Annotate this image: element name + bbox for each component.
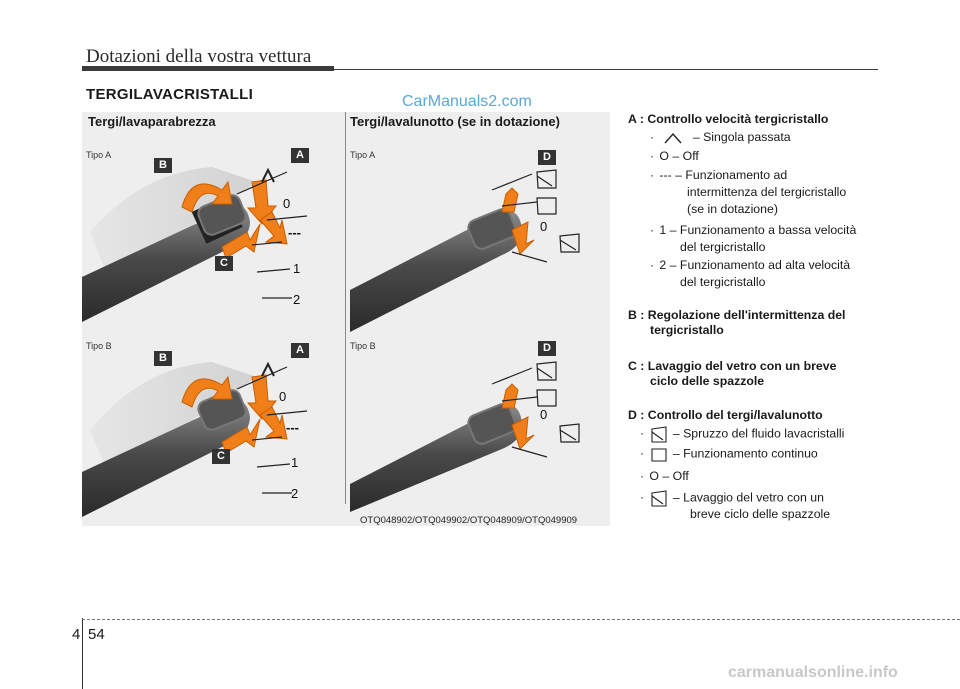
label-a-bottom: A xyxy=(291,343,309,358)
legend-a-item-off: · O – Off xyxy=(650,149,699,163)
legend-d-item-spray-text: – Spruzzo del fluido lavacristalli xyxy=(672,426,845,441)
page-separator-horizontal xyxy=(82,619,960,620)
figure-code: OTQ048902/OTQ049902/OTQ048909/OTQ049909 xyxy=(360,515,578,526)
figure-right-title: Tergi/lavalunotto (se in dotazione) xyxy=(350,114,560,129)
legend-d-item-wash-text: – Lavaggio del vetro con un xyxy=(672,490,824,505)
label-c-bottom: C xyxy=(212,449,230,464)
legend-c-title: C : Lavaggio del vetro con un breve xyxy=(628,359,837,373)
rear-wipe-icon xyxy=(651,448,667,462)
pos-dashes-top: --- xyxy=(288,225,301,240)
figure-divider xyxy=(345,112,346,504)
label-b-top: B xyxy=(154,158,172,173)
tipo-b-left: Tipo B xyxy=(86,341,112,351)
pos-1-top: 1 xyxy=(293,261,301,276)
pos-2-top: 2 xyxy=(293,292,301,307)
right-bottom-lever xyxy=(350,361,580,512)
legend-a-item-low-text: 1 – Funzionamento a bassa velocità xyxy=(659,223,857,237)
label-a-top: A xyxy=(291,148,309,163)
legend-d-item-wash: · – Lavaggio del vetro con un xyxy=(640,489,824,507)
legend-a-item-high-2: del tergicristallo xyxy=(680,275,766,289)
legend-a-item-int: · --- – Funzionamento ad xyxy=(650,168,788,182)
section-heading: TERGILAVACRISTALLI xyxy=(86,86,254,103)
pos-2-bottom: 2 xyxy=(291,486,299,501)
legend-d-title: D : Controllo del tergi/lavalunotto xyxy=(628,408,823,422)
legend-d-item-off: · O – Off xyxy=(640,469,689,483)
pos-1-bottom: 1 xyxy=(291,455,299,470)
right-top-lever xyxy=(350,169,580,332)
page-number: 54 xyxy=(88,626,105,643)
watermark-bottom: carmanualsonline.info xyxy=(728,664,898,681)
legend-a-item-int-text: --- – Funzionamento ad xyxy=(659,168,788,182)
page-separator-vertical xyxy=(82,618,83,689)
left-bottom-lever xyxy=(82,361,308,517)
header-title: Dotazioni della vostra vettura xyxy=(86,46,312,67)
chapter-number: 4 xyxy=(72,626,81,643)
legend-d-item-off-text: O – Off xyxy=(649,469,689,483)
legend-a-item-low: · 1 – Funzionamento a bassa velocità xyxy=(650,223,857,237)
legend-a-item-low-2: del tergicristallo xyxy=(680,240,766,254)
legend-b-title-2: tergicristallo xyxy=(650,323,724,337)
pos-dashes-bottom: --- xyxy=(286,420,299,435)
pos-0-bottom: 0 xyxy=(279,389,287,404)
rear-pos-0-top: 0 xyxy=(540,219,548,234)
pos-0-top: 0 xyxy=(283,196,291,211)
tipo-a-right: Tipo A xyxy=(350,150,376,160)
header-rule-thin xyxy=(334,69,878,70)
label-b-bottom: B xyxy=(154,351,172,366)
wiper-lever-illustration xyxy=(82,167,580,517)
legend-a-title: A : Controllo velocità tergicristallo xyxy=(628,112,829,126)
tipo-b-right: Tipo B xyxy=(350,341,376,351)
rear-spray-icon xyxy=(651,426,667,443)
rear-wash-icon xyxy=(651,490,667,507)
legend-a-item-off-text: O – Off xyxy=(659,149,699,163)
legend-d-item-spray: · – Spruzzo del fluido lavacristalli xyxy=(640,425,844,443)
left-top-lever xyxy=(82,167,308,322)
header-rule-thick xyxy=(82,66,334,71)
tipo-a-left: Tipo A xyxy=(86,150,112,160)
legend-a-item-high-text: 2 – Funzionamento ad alta velocità xyxy=(659,258,851,272)
label-c-top: C xyxy=(215,256,233,271)
legend-b-title: B : Regolazione dell'intermittenza del xyxy=(628,308,846,322)
legend-d-item-continuous-text: – Funzionamento continuo xyxy=(672,446,818,461)
figure-left-title: Tergi/lavaparabrezza xyxy=(88,114,216,129)
legend-d-item-wash-2: breve ciclo delle spazzole xyxy=(690,507,831,521)
label-d-top: D xyxy=(538,150,556,165)
rear-pos-0-bottom: 0 xyxy=(540,407,548,422)
legend-a-item-int-2: intermittenza del tergicristallo xyxy=(687,185,847,199)
watermark-top: CarManuals2.com xyxy=(402,93,532,110)
legend-d-item-continuous: · – Funzionamento continuo xyxy=(640,446,818,462)
legend-a-item-single: · – Singola passata xyxy=(650,130,791,144)
legend-a-item-int-3: (se in dotazione) xyxy=(687,202,778,216)
legend-a-item-single-text: – Singola passata xyxy=(692,130,791,144)
legend-c-title-2: ciclo delle spazzole xyxy=(650,374,765,388)
label-d-bottom: D xyxy=(538,341,556,356)
single-wipe-icon xyxy=(664,132,682,144)
legend-a-item-high: · 2 – Funzionamento ad alta velocità xyxy=(650,258,851,272)
